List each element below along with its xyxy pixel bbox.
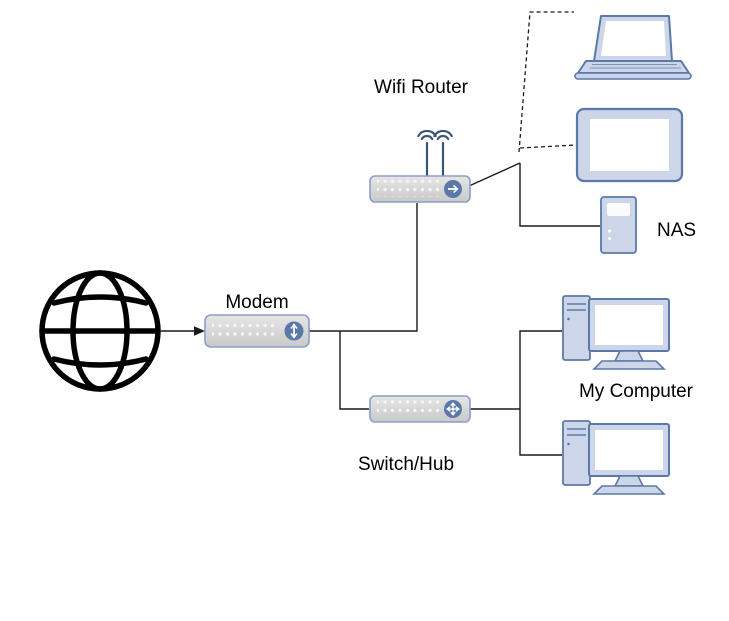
edge-switch-desktop-2 [519,409,562,456]
desktop-computer-2 [562,420,670,495]
my-computer-label: My Computer [578,381,694,402]
edge-internet-modem [161,326,205,336]
modem-led-dots [212,321,278,339]
edge-router-nas [519,163,600,227]
antenna-left [417,129,437,179]
laptop-icon [574,15,692,80]
antenna-right [433,129,453,179]
edge-modem-switch [339,331,369,410]
router-led-dots [377,180,439,197]
desktop-computer-1 [562,295,670,370]
switch-hub-label: Switch/Hub [357,454,455,475]
edge-switch-desktop-1 [519,330,562,409]
router-uplink-icon [444,180,462,198]
switch-crossover-icon [444,400,462,418]
modem-device [204,314,310,348]
edge-wireless-tablet [519,144,577,149]
wifi-router-device [369,129,471,203]
wifi-router-label: Wifi Router [374,77,468,98]
modem-port-icon [284,321,304,341]
edge-wireless-laptop [518,11,574,153]
nas-label: NAS [657,220,697,241]
nas-icon [600,196,637,254]
switch-led-dots [377,400,439,417]
switch-hub-device [369,395,471,423]
edge-router-client-junction [468,162,521,187]
edge-modem-wifi-router [309,203,418,332]
internet-globe-icon [39,270,161,392]
tablet-icon [575,107,684,183]
modem-label: Modem [225,292,289,313]
